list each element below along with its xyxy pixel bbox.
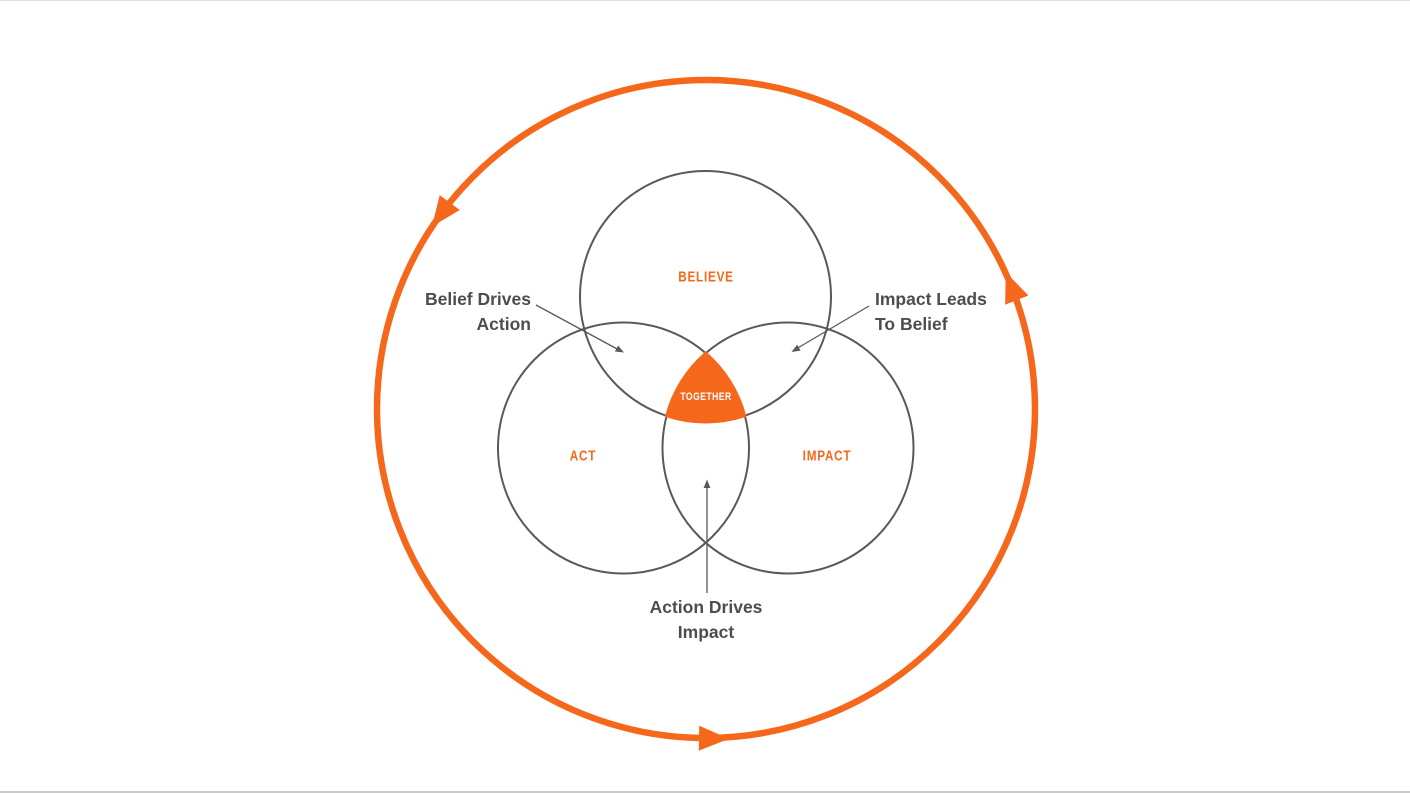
- cycle-arrowheads: [431, 195, 1029, 751]
- annotation-line-2: Impact: [677, 622, 735, 642]
- impact-circle: [661, 321, 915, 575]
- cycle-arrowhead-top-left: [431, 195, 460, 227]
- annotation-line-1: Impact Leads: [875, 289, 987, 309]
- annotation-line-2: To Belief: [875, 314, 948, 334]
- impact-belief-arrow-line: [795, 305, 870, 350]
- together-intersection-shape: [664, 351, 747, 424]
- annotation-belief-drives-action: Belief Drives Action: [425, 287, 531, 337]
- together-center-label: TOGETHER: [680, 391, 732, 403]
- cycle-arrowhead-bottom: [698, 725, 729, 751]
- impact-circle-label: IMPACT: [802, 447, 852, 465]
- act-circle-label: ACT: [569, 447, 597, 465]
- annotation-line-2: Action: [476, 314, 531, 334]
- action-impact-arrowhead: [703, 479, 711, 488]
- annotation-action-drives-impact: Action Drives Impact: [650, 595, 763, 645]
- believe-circle-label: BELIEVE: [678, 268, 734, 286]
- cycle-arrowhead-right: [1005, 272, 1029, 305]
- annotation-line-1: Action Drives: [649, 597, 763, 617]
- annotation-arrows: [535, 304, 870, 593]
- annotation-impact-leads-to-belief: Impact Leads To Belief: [875, 287, 987, 337]
- act-circle: [497, 321, 750, 575]
- belief-action-arrowhead: [614, 345, 624, 353]
- belief-action-arrow-line: [535, 304, 620, 351]
- annotation-line-1: Belief Drives: [424, 289, 531, 309]
- impact-belief-arrowhead: [791, 344, 801, 352]
